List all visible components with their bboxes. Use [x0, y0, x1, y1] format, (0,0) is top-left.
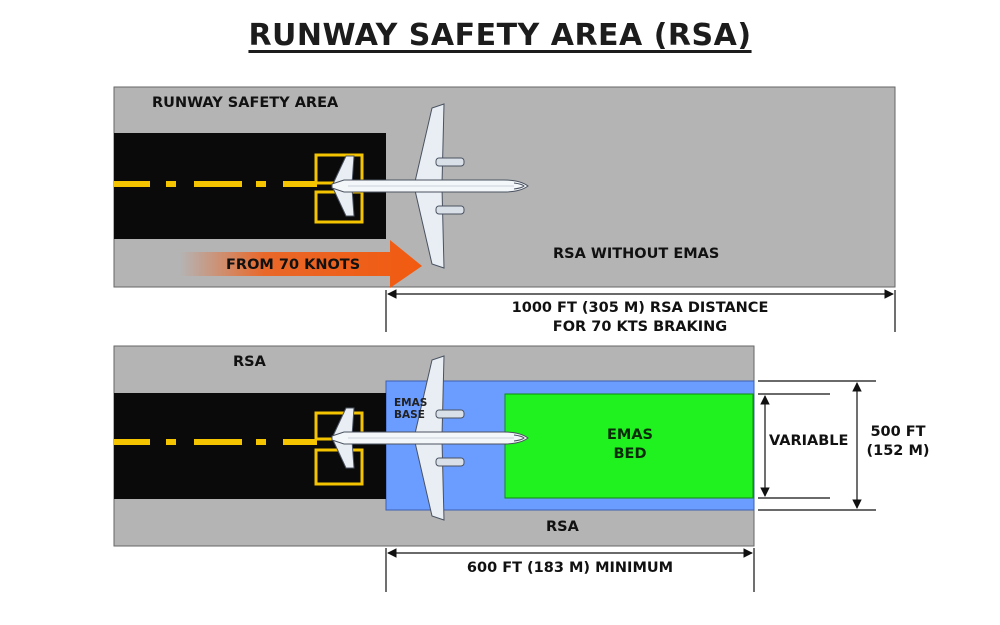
rsa-bottom-label: RSA — [546, 519, 579, 535]
emas-base-label-line2: BASE — [394, 409, 425, 421]
deceleration-arrow — [180, 240, 422, 288]
emas-bed-label-line1: EMAS — [607, 427, 653, 443]
arrow-label: FROM 70 KNOTS — [226, 257, 361, 273]
emas-bed — [504, 393, 754, 499]
rsa-width-label-line2: (152 M) — [858, 443, 938, 459]
rsa-distance-label-line2: FOR 70 KTS BRAKING — [552, 319, 728, 335]
rsa-top-label: RSA — [233, 354, 266, 370]
rsa-distance-label-line1: 1000 FT (305 M) RSA DISTANCE — [511, 300, 769, 316]
centerline-top — [114, 181, 317, 187]
emas-base-label-line1: EMAS — [394, 397, 428, 409]
page-title: RUNWAY SAFETY AREA (RSA) — [248, 18, 752, 53]
emas-minimum-label: 600 FT (183 M) MINIMUM — [466, 560, 674, 576]
emas-bed-label-line2: BED — [613, 446, 647, 462]
rsa-width-label-line1: 500 FT — [858, 424, 938, 440]
centerline-bottom — [114, 439, 317, 445]
rsa-label: RUNWAY SAFETY AREA — [152, 95, 339, 111]
variable-label: VARIABLE — [767, 433, 851, 449]
rsa-without-emas-label: RSA WITHOUT EMAS — [553, 246, 720, 262]
